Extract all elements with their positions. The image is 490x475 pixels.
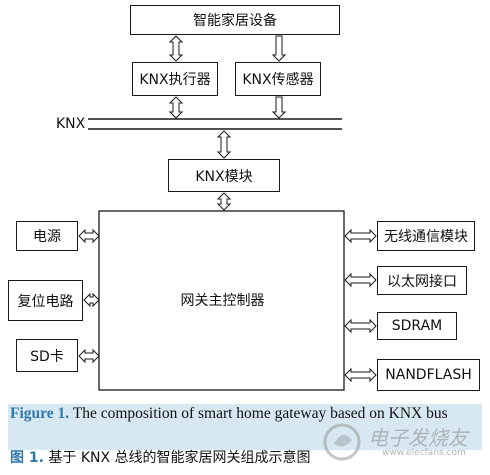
arrow-sensor-bus [271,96,287,119]
knx-sensor-box: KNX传感器 [235,62,321,96]
reset-circuit-box: 复位电路 [8,280,83,321]
arrow-bus-module [216,130,232,159]
caption-text-zh: 基于 KNX 总线的智能家居网关组成示意图 [43,450,311,466]
caption-chinese: 图 1. 基于 KNX 总线的智能家居网关组成示意图 [10,449,480,467]
arrow-module-controller [216,192,232,211]
ethernet-interface-box: 以太网接口 [377,266,467,295]
nandflash-box: NANDFLASH [377,359,480,391]
sd-card-box: SD卡 [16,339,78,372]
arrow-controller-nandflash [344,367,377,383]
controller-label: 网关主控制器 [180,293,265,309]
arrow-device-actuator [168,35,184,62]
smart-home-device-box: 智能家居设备 [130,5,340,35]
figure-label-zh: 图 1. [10,450,44,466]
arrow-controller-wireless [344,228,377,244]
arrow-device-sensor [271,35,287,62]
power-box: 电源 [16,221,78,251]
sdram-box: SDRAM [377,312,457,340]
knx-bus-label: KNX [56,116,86,132]
arrow-power-controller [78,228,100,244]
caption-text-en: The composition of smart home gateway ba… [69,405,448,422]
arrow-reset-controller [83,292,100,308]
caption-english: Figure 1. The composition of smart home … [10,405,480,423]
arrow-controller-sdram [344,318,377,334]
arrow-controller-ethernet [344,272,377,288]
wireless-module-box: 无线通信模块 [377,221,475,251]
figure-label-en: Figure 1. [10,405,70,422]
knx-actuator-box: KNX执行器 [132,62,218,96]
arrow-actuator-bus [168,96,184,119]
knx-module-box: KNX模块 [168,159,280,192]
arrow-sd-controller [78,348,100,364]
caption-band [8,404,482,450]
